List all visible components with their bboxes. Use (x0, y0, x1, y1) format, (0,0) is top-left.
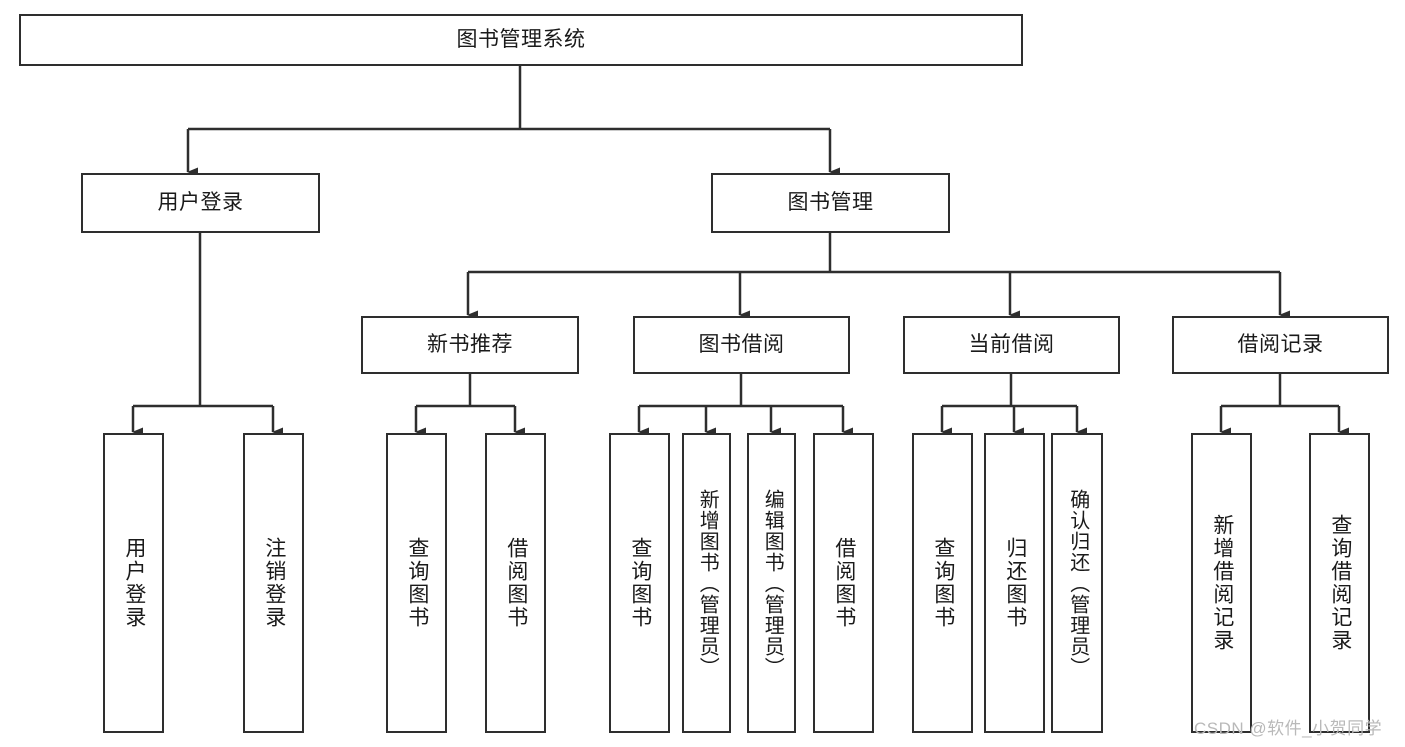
node-label: 用户登录 (122, 537, 146, 629)
node-book-manage: 图书管理 (711, 173, 950, 233)
node-label: 图书借阅 (698, 333, 785, 357)
node-label: 借阅图书 (832, 537, 856, 629)
node-leaf-br-query: 查询借阅记录 (1309, 433, 1370, 733)
node-label: 新书推荐 (427, 333, 513, 357)
node-label: 图书管理系统 (456, 28, 586, 52)
node-leaf-bb-borrow: 借阅图书 (813, 433, 874, 733)
node-label: 查询图书 (628, 537, 652, 629)
node-label: 注销登录 (262, 537, 286, 629)
node-user-login: 用户登录 (81, 173, 320, 233)
node-leaf-rec-query: 查询图书 (386, 433, 447, 733)
node-borrow-record: 借阅记录 (1172, 316, 1389, 374)
node-label: 借阅图书 (504, 537, 528, 629)
node-leaf-cb-return: 归还图书 (984, 433, 1045, 733)
node-new-book-rec: 新书推荐 (361, 316, 579, 374)
node-leaf-user-login: 用户登录 (103, 433, 164, 733)
node-label: 用户登录 (157, 191, 244, 215)
node-label: 借阅记录 (1237, 333, 1324, 357)
node-leaf-br-add: 新增借阅记录 (1191, 433, 1252, 733)
node-label: 编辑图书（管理员） (761, 488, 784, 678)
node-leaf-rec-borrow: 借阅图书 (485, 433, 546, 733)
node-leaf-bb-add: 新增图书（管理员） (682, 433, 731, 733)
node-label: 确认归还（管理员） (1066, 488, 1089, 678)
node-root: 图书管理系统 (19, 14, 1023, 66)
node-leaf-cb-confirm: 确认归还（管理员） (1051, 433, 1103, 733)
node-label: 查询图书 (405, 537, 429, 629)
node-label: 图书管理 (787, 191, 874, 215)
node-label: 新增借阅记录 (1210, 514, 1234, 652)
node-label: 查询图书 (931, 537, 955, 629)
node-leaf-bb-query: 查询图书 (609, 433, 670, 733)
node-book-borrow: 图书借阅 (633, 316, 850, 374)
node-leaf-cb-query: 查询图书 (912, 433, 973, 733)
node-label: 当前借阅 (968, 333, 1055, 357)
node-label: 新增图书（管理员） (696, 488, 719, 678)
node-label: 归还图书 (1003, 537, 1027, 629)
node-label: 查询借阅记录 (1328, 514, 1352, 652)
watermark-text: CSDN @软件_小贺同学 (1194, 719, 1383, 738)
node-leaf-user-logout: 注销登录 (243, 433, 304, 733)
node-leaf-bb-edit: 编辑图书（管理员） (747, 433, 796, 733)
node-current-borrow: 当前借阅 (903, 316, 1120, 374)
